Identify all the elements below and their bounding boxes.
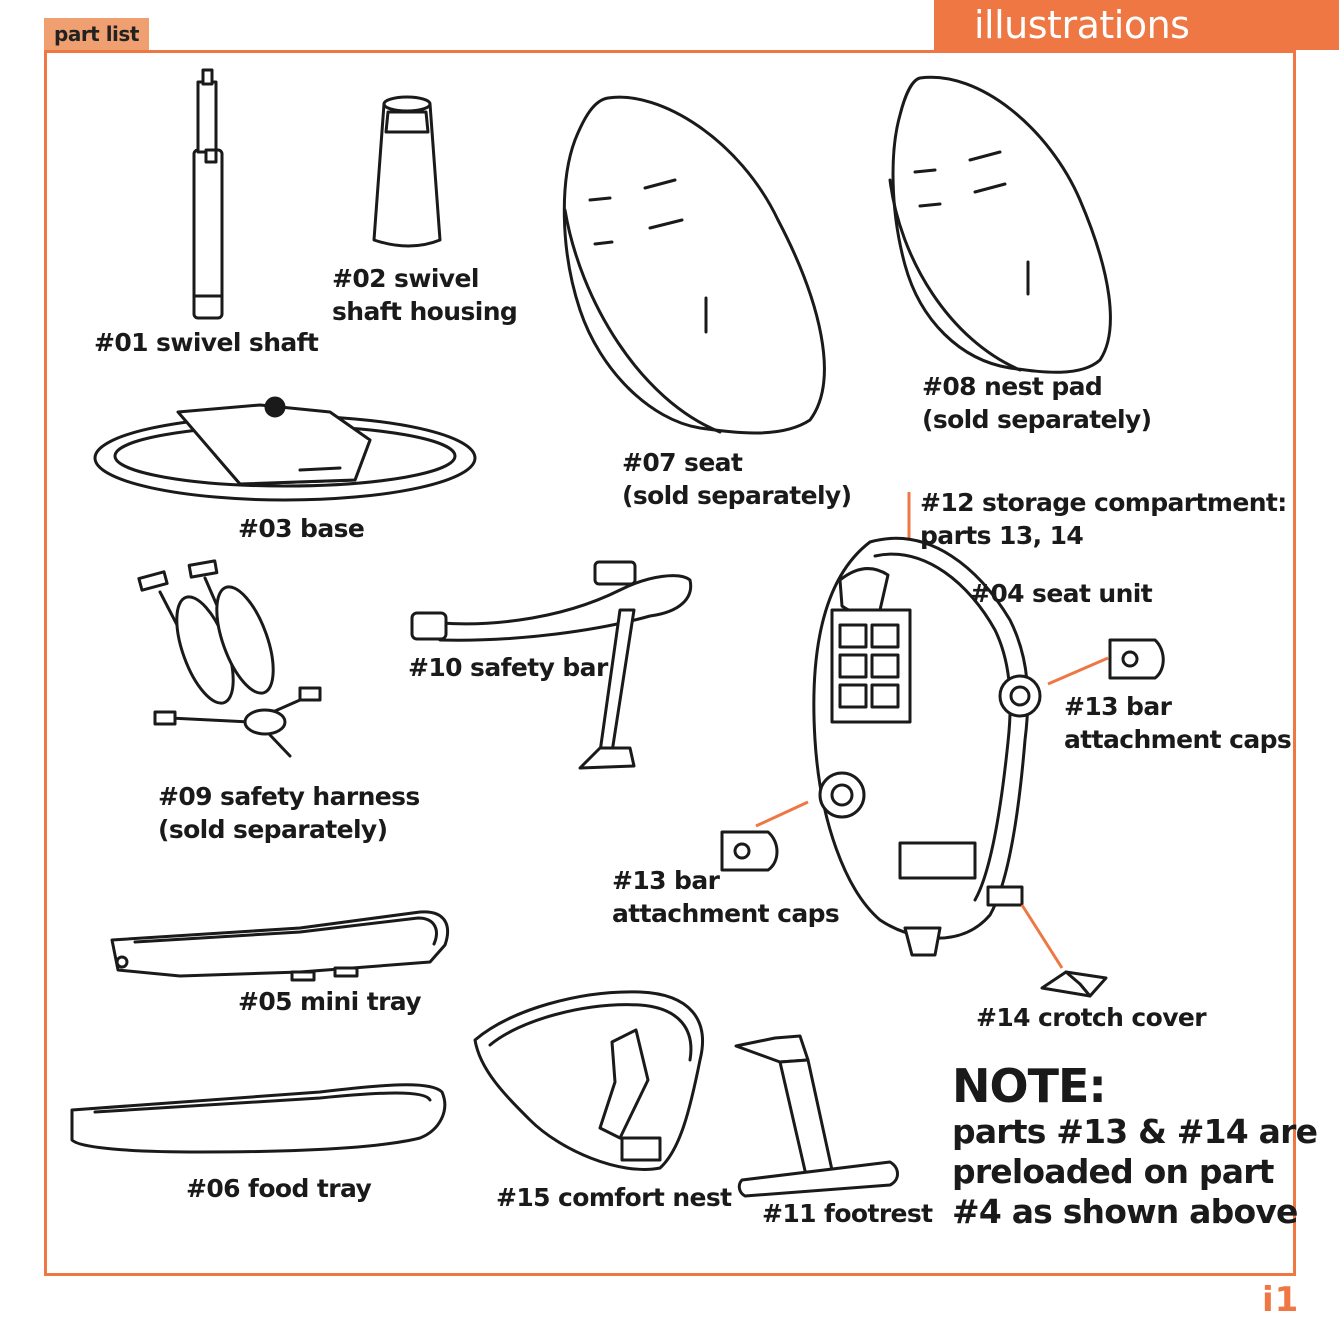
- shaft-housing-drawing: [372, 95, 442, 248]
- food-tray-drawing: [70, 1083, 447, 1154]
- section-tag: part list: [44, 18, 149, 50]
- note-title: NOTE:: [952, 1059, 1107, 1113]
- label-part-14: #14 crotch cover: [976, 1003, 1207, 1032]
- safety-harness-drawing: [137, 559, 322, 758]
- mini-tray-drawing: [110, 910, 450, 982]
- note-body: parts #13 & #14 are preloaded on part #4…: [952, 1112, 1318, 1231]
- label-part-09: #09 safety harness (sold separately): [158, 782, 420, 844]
- content-frame: [44, 50, 1296, 1276]
- label-part-08: #08 nest pad (sold separately): [922, 372, 1152, 434]
- label-part-10: #10 safety bar: [408, 653, 608, 682]
- nest-pad-drawing: [888, 75, 1112, 374]
- label-part-03: #03 base: [238, 514, 365, 543]
- bar-cap-left-drawing: [720, 800, 809, 872]
- base-drawing: [93, 396, 477, 502]
- safety-bar-drawing: [410, 560, 693, 770]
- comfort-nest-drawing: [473, 990, 704, 1171]
- label-part-05: #05 mini tray: [238, 987, 422, 1016]
- seat-drawing: [562, 95, 826, 435]
- crotch-cover-drawing: [1020, 904, 1108, 998]
- label-part-02: #02 swivel shaft housing: [332, 264, 518, 326]
- label-part-01: #01 swivel shaft: [94, 328, 319, 357]
- label-part-07: #07 seat (sold separately): [622, 448, 852, 510]
- label-part-13-left: #13 bar attachment caps: [612, 866, 840, 928]
- label-part-13-right: #13 bar attachment caps: [1064, 692, 1292, 754]
- page-number: i1: [1262, 1280, 1300, 1320]
- swivel-shaft-drawing: [192, 68, 224, 320]
- bar-cap-right-drawing: [1047, 638, 1165, 686]
- page-title: illustrations: [934, 0, 1339, 50]
- footrest-drawing: [734, 1034, 899, 1198]
- label-part-06: #06 food tray: [186, 1174, 372, 1203]
- label-part-15: #15 comfort nest: [496, 1183, 732, 1212]
- label-part-04: #04 seat unit: [970, 579, 1153, 608]
- label-part-11: #11 footrest: [762, 1199, 933, 1228]
- seat-unit-drawing: [812, 536, 1042, 957]
- label-part-12: #12 storage compartment: parts 13, 14: [920, 488, 1287, 550]
